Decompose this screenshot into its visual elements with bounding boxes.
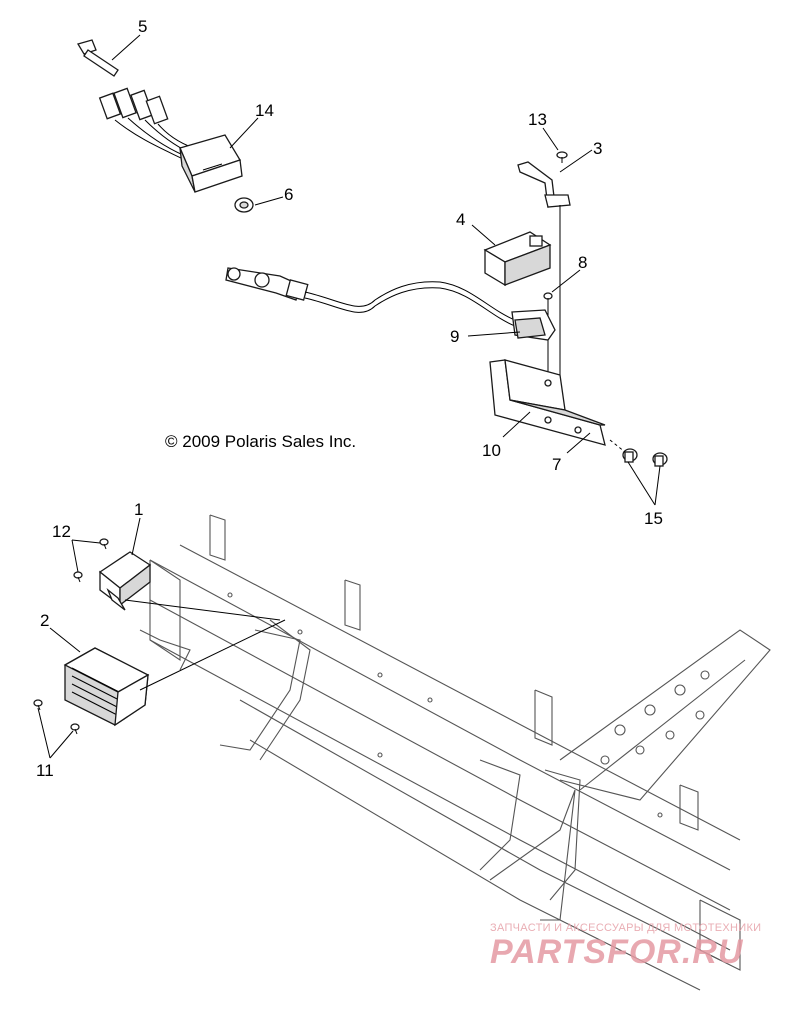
part-11-screws xyxy=(33,699,80,735)
watermark-brand: PARTSFOR.RU xyxy=(490,933,744,971)
part-15-fasteners xyxy=(609,439,668,467)
callout-4: 4 xyxy=(456,210,465,229)
callout-8: 8 xyxy=(578,253,587,272)
part-12-screws xyxy=(73,538,109,583)
leader-lines xyxy=(37,34,661,759)
part-4-module xyxy=(483,231,552,287)
part-5-bolt xyxy=(77,39,119,77)
watermark-tagline: ЗАПЧАСТИ И АКСЕССУАРЫ ДЛЯ МОТОТЕХНИКИ xyxy=(490,922,761,934)
part-3-bracket xyxy=(517,161,571,400)
callout-11: 11 xyxy=(36,761,54,780)
part-6-grommet xyxy=(234,197,254,213)
callout-1: 1 xyxy=(134,500,143,519)
callout-14: 14 xyxy=(255,101,274,120)
part-1-relay xyxy=(98,551,281,621)
callout-5: 5 xyxy=(138,17,147,36)
callout-15: 15 xyxy=(644,509,663,528)
part-7-bracket xyxy=(489,359,606,446)
part-2-regulator xyxy=(63,619,286,727)
callout-2: 2 xyxy=(40,611,49,630)
callout-12: 12 xyxy=(52,522,71,541)
callout-7: 7 xyxy=(552,455,561,474)
part-14-harness-module xyxy=(98,87,243,193)
watermark: ЗАПЧАСТИ И АКСЕССУАРЫ ДЛЯ МОТОТЕХНИКИ PA… xyxy=(490,922,761,971)
callout-labels: 5 14 6 13 3 4 8 9 10 7 15 1 12 2 11 xyxy=(36,17,663,780)
part-13-screw xyxy=(556,151,568,163)
copyright-text: © 2009 Polaris Sales Inc. xyxy=(165,432,356,451)
callout-3: 3 xyxy=(593,139,602,158)
part-9-sensor-cable xyxy=(225,267,556,341)
callout-9: 9 xyxy=(450,327,459,346)
callout-10: 10 xyxy=(482,441,501,460)
callout-13: 13 xyxy=(528,110,547,129)
callout-6: 6 xyxy=(284,185,293,204)
chassis-frame xyxy=(139,514,771,991)
